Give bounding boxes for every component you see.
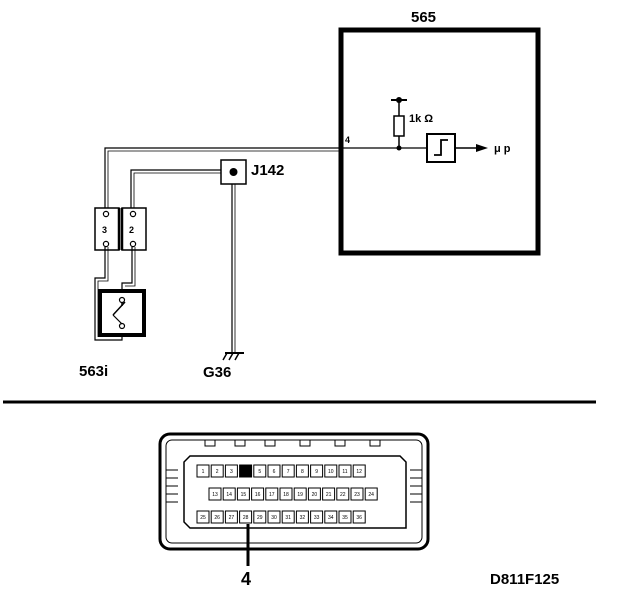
connector-pin-number: 35 xyxy=(342,515,348,521)
connector-pin xyxy=(322,487,336,501)
connector-pin xyxy=(350,487,364,501)
connector-pin-number: 1 xyxy=(202,469,205,475)
connector-pin-number: 36 xyxy=(356,515,362,521)
connector-pin xyxy=(196,464,210,478)
connector-pin-left: 3 xyxy=(102,225,107,235)
connector-pin xyxy=(251,487,265,501)
connector-pin xyxy=(324,464,338,478)
connector-pin xyxy=(253,464,267,478)
connector-pin xyxy=(352,464,366,478)
connector-pin-number: 11 xyxy=(342,469,347,475)
connector-pin-number: 10 xyxy=(328,469,334,475)
connector-pin-number: 26 xyxy=(214,515,220,521)
connector-pin-number: 7 xyxy=(287,469,290,475)
connector-pin-number: 19 xyxy=(297,492,303,498)
connector-pin-number: 23 xyxy=(354,492,360,498)
connector-pin xyxy=(210,510,224,524)
connector-pin xyxy=(310,464,324,478)
connector-pin-right: 2 xyxy=(129,225,134,235)
output-label: μ p xyxy=(494,143,511,155)
ecu-label: 565 xyxy=(411,9,436,26)
connector-pin xyxy=(293,487,307,501)
resistor-label: 1k Ω xyxy=(409,113,433,125)
connector-pin xyxy=(338,464,352,478)
ground-wire xyxy=(130,169,221,213)
connector-pin-number: 14 xyxy=(226,492,232,498)
switch-label: 563i xyxy=(79,363,108,380)
connector-pin-number: 3 xyxy=(230,469,233,475)
connector-pin xyxy=(236,487,250,501)
connector-pin xyxy=(208,487,222,501)
ground-label: G36 xyxy=(203,364,231,381)
connector-pin xyxy=(295,464,309,478)
connector-pin-number: 13 xyxy=(212,492,218,498)
connector-pin-number: 8 xyxy=(301,469,304,475)
connector-pin xyxy=(239,510,253,524)
connector-pin-number: 24 xyxy=(368,492,374,498)
connector-pin-number: 29 xyxy=(257,515,263,521)
connector-pin-number: 12 xyxy=(356,469,362,475)
connector-pin-number: 31 xyxy=(285,515,291,521)
ecu-box xyxy=(338,27,541,256)
connector-pin-number: 33 xyxy=(314,515,320,521)
connector-pin xyxy=(295,510,309,524)
connector-pin xyxy=(253,510,267,524)
connector-pin-number: 27 xyxy=(229,515,235,521)
pullup-resistor xyxy=(391,97,407,151)
pin-callout-label: 4 xyxy=(241,569,251,589)
connector-pin-number: 30 xyxy=(271,515,277,521)
connector-pin xyxy=(281,464,295,478)
figure-code: D811F125 xyxy=(490,571,559,588)
junction-label: J142 xyxy=(251,162,284,179)
connector-pin xyxy=(196,510,210,524)
connector-pin xyxy=(267,510,281,524)
connector-pin-number: 25 xyxy=(200,515,206,521)
connector-pin-number: 17 xyxy=(269,492,275,498)
connector-pin xyxy=(307,487,321,501)
connector-pin-number: 2 xyxy=(216,469,219,475)
connector-pin xyxy=(265,487,279,501)
connector-block xyxy=(94,207,147,251)
connector-pin-number: 22 xyxy=(340,492,346,498)
connector-pin xyxy=(338,510,352,524)
connector-pin-number: 18 xyxy=(283,492,289,498)
connector-pin xyxy=(281,510,295,524)
connector-pin-number: 34 xyxy=(328,515,334,521)
connector-pin xyxy=(336,487,350,501)
connector-pin-number: 15 xyxy=(241,492,247,498)
connector-pin xyxy=(210,464,224,478)
junction-j142 xyxy=(220,159,247,185)
ground-symbol xyxy=(222,352,244,361)
ground-lead xyxy=(231,184,236,352)
connector-pin-number: 28 xyxy=(243,515,249,521)
connector-pin xyxy=(224,510,238,524)
connector-pin xyxy=(267,464,281,478)
connector-pin-number: 16 xyxy=(255,492,261,498)
connector-pin-number: 6 xyxy=(273,469,276,475)
connector-pin xyxy=(364,487,378,501)
connector-pin-number: 5 xyxy=(258,469,261,475)
connector-pin-number: 32 xyxy=(300,515,306,521)
connector-pin xyxy=(224,464,238,478)
connector-pin xyxy=(279,487,293,501)
connector-pin-highlighted xyxy=(239,464,253,478)
ecu-pin-label: 4 xyxy=(345,135,350,145)
connector-pin xyxy=(310,510,324,524)
schmitt-trigger xyxy=(426,133,488,163)
connector-pin-number: 9 xyxy=(315,469,318,475)
connector-pin-number: 20 xyxy=(312,492,318,498)
signal-wire xyxy=(104,147,427,213)
connector-pin-number: 21 xyxy=(326,492,332,498)
switch-563i xyxy=(98,289,146,337)
connector-pin xyxy=(324,510,338,524)
connector-pin xyxy=(222,487,236,501)
connector-pin xyxy=(352,510,366,524)
